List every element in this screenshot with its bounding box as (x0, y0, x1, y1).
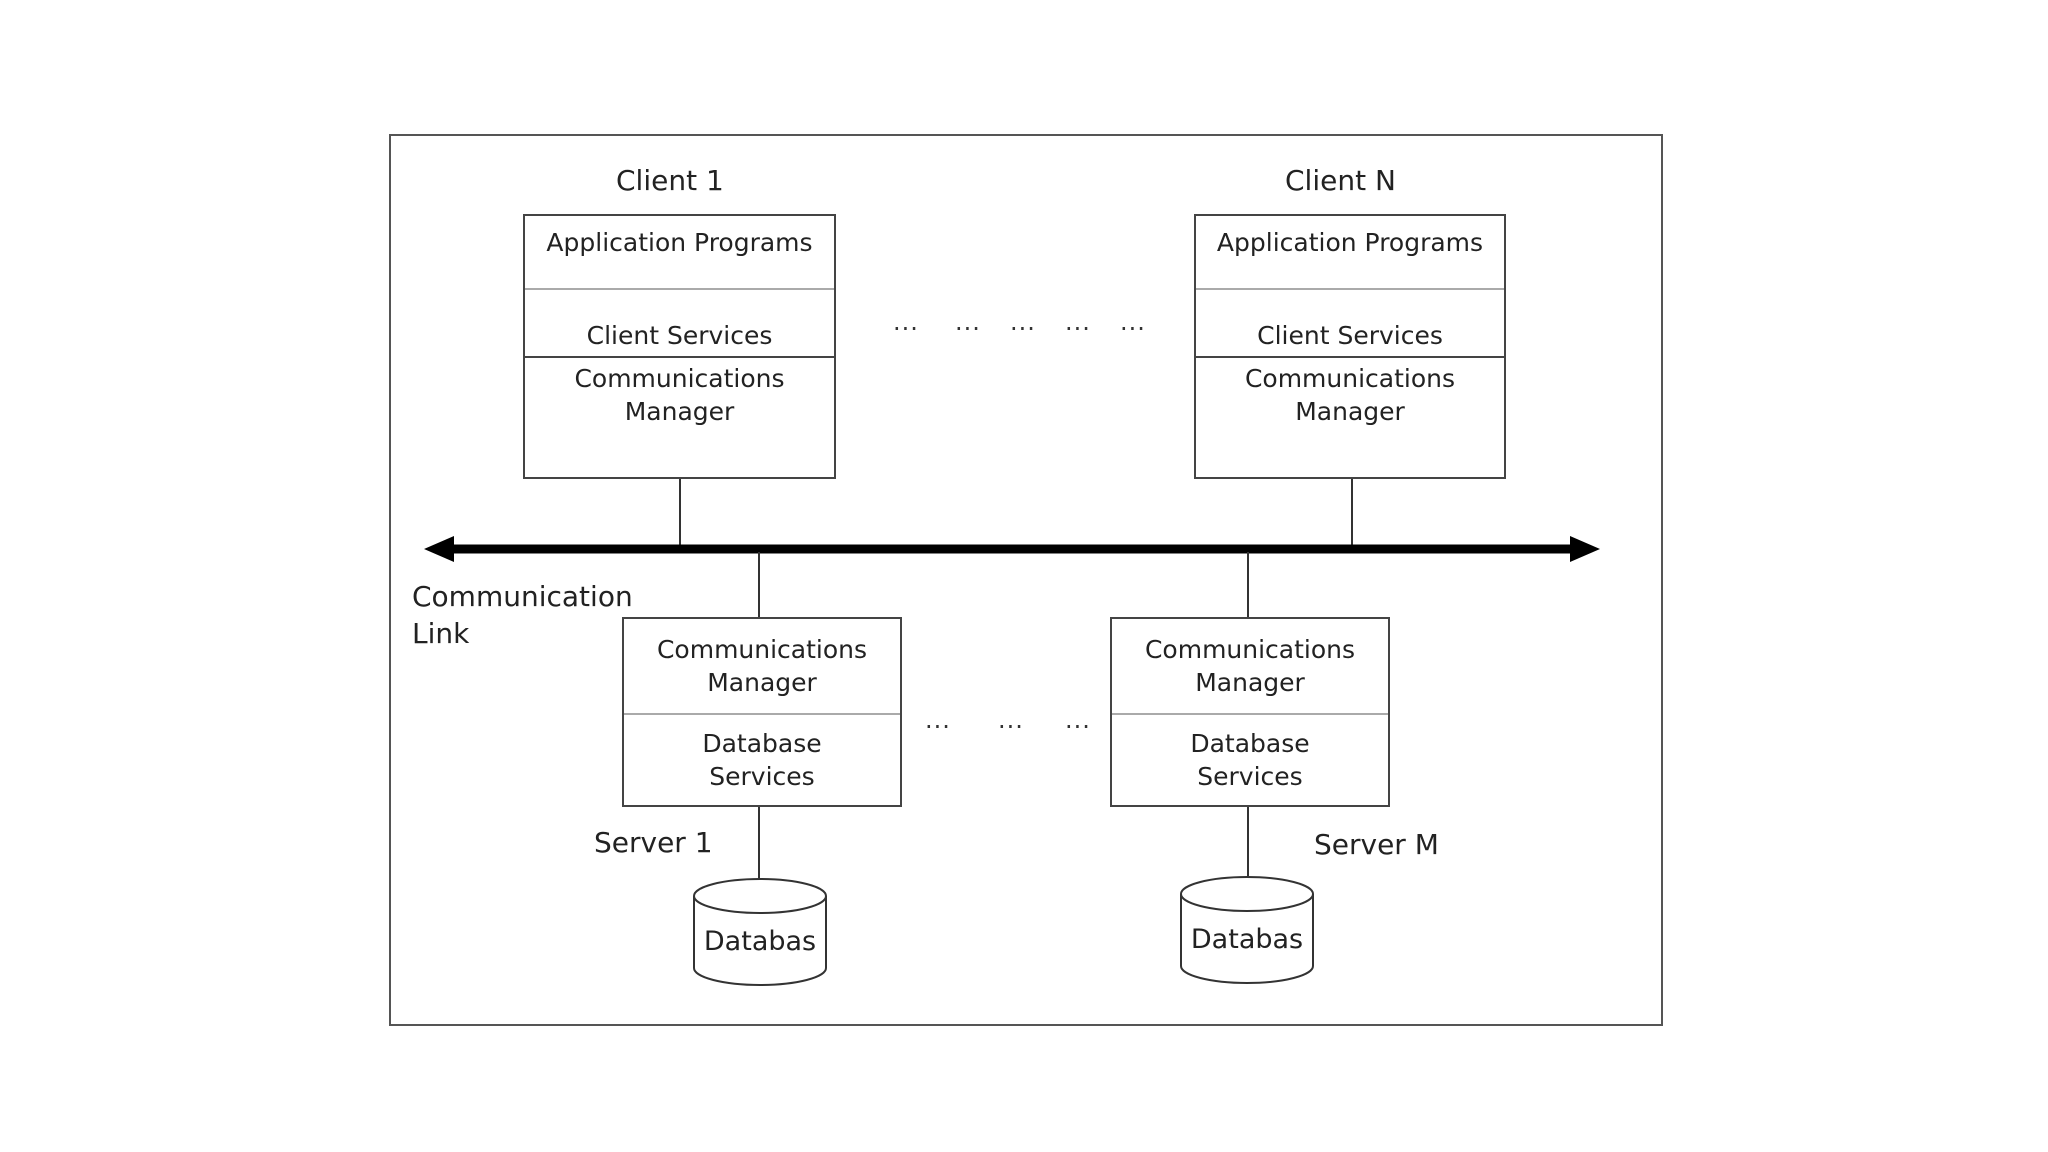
client-1-communications-manager: Communications Manager (574, 364, 785, 426)
database-1-cylinder (693, 878, 827, 986)
client-1-title: Client 1 (616, 164, 724, 197)
client-n-client-services: Client Services (1196, 290, 1504, 358)
client-1-application-programs: Application Programs (525, 216, 834, 290)
client-1-client-services: Client Services (525, 290, 834, 358)
server-ellipsis-3: ... (1065, 706, 1091, 734)
client-ellipsis-5: ... (1120, 308, 1146, 336)
client-n-communications-manager: Communications Manager (1244, 364, 1456, 426)
server-1-database-services: Database Services (702, 729, 822, 791)
communication-link-label-line2: Link (412, 617, 470, 650)
client-n-title: Client N (1285, 164, 1396, 197)
server-m-box: Communications Manager Database Services (1110, 617, 1390, 807)
outer-frame (389, 134, 1663, 1026)
link-arrowhead-right (1570, 536, 1600, 562)
server-m-title: Server M (1314, 828, 1439, 861)
client-n-box: Application Programs Client Services Com… (1194, 214, 1506, 479)
client-1-box: Application Programs Client Services Com… (523, 214, 836, 479)
server-1-communications-manager: Communications Manager (624, 619, 900, 715)
server-ellipsis-1: ... (925, 706, 951, 734)
communication-link-label-line1: Communication (412, 580, 633, 613)
client-ellipsis-3: ... (1010, 308, 1036, 336)
client-ellipsis-1: ... (893, 308, 919, 336)
server-1-title: Server 1 (594, 826, 713, 859)
link-arrowhead-left (424, 536, 454, 562)
database-2-cylinder (1180, 876, 1314, 984)
server-ellipsis-2: ... (998, 706, 1024, 734)
client-ellipsis-4: ... (1065, 308, 1091, 336)
database-1-label: Databas (703, 926, 817, 957)
client-n-application-programs: Application Programs (1196, 216, 1504, 290)
client-ellipsis-2: ... (955, 308, 981, 336)
server-1-box: Communications Manager Database Services (622, 617, 902, 807)
server-m-communications-manager: Communications Manager (1112, 619, 1388, 715)
database-2-label: Databas (1190, 924, 1304, 955)
server-m-database-services: Database Services (1190, 729, 1310, 791)
